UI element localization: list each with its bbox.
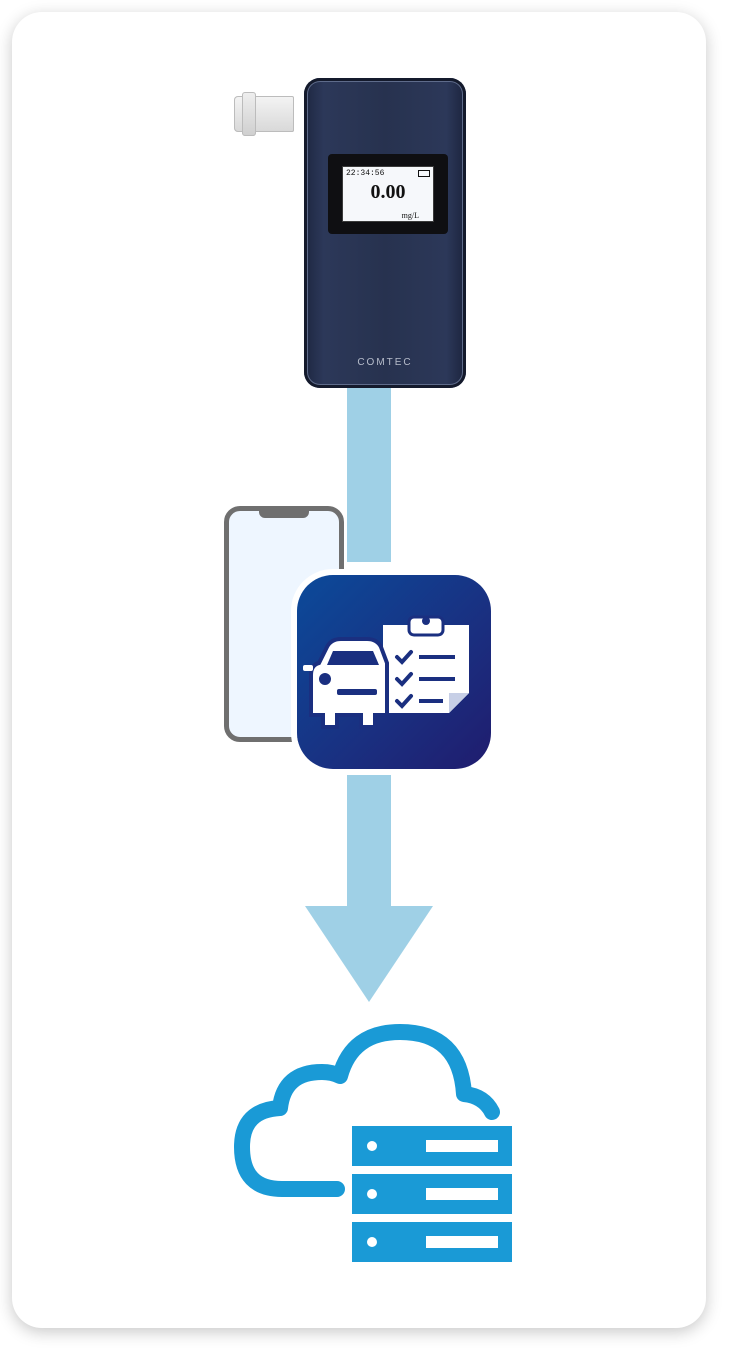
display-unit: mg/L	[401, 211, 419, 220]
flow-arrow-shaft-upper	[347, 372, 391, 562]
flow-arrowhead-icon	[305, 906, 433, 1002]
cloud-server-icon	[234, 1024, 512, 1262]
device-display: 22:34:56 0.00 mg/L	[342, 166, 434, 222]
device-screen: 22:34:56 0.00 mg/L	[328, 154, 448, 234]
battery-icon	[418, 170, 430, 177]
car-checklist-app-icon	[297, 575, 491, 769]
breathalyzer-body: 22:34:56 0.00 mg/L COMTEC	[304, 78, 466, 388]
phone-notch	[259, 510, 309, 518]
display-time: 22:34:56	[346, 169, 385, 178]
diagram-card: 22:34:56 0.00 mg/L COMTEC	[12, 12, 706, 1328]
mouthpiece	[234, 92, 294, 136]
app-glyph	[303, 615, 469, 729]
flow-arrow-shaft-lower	[347, 752, 391, 922]
display-value: 0.00	[370, 181, 406, 203]
breathalyzer-device: 22:34:56 0.00 mg/L COMTEC	[222, 68, 482, 388]
device-brand: COMTEC	[357, 357, 413, 368]
